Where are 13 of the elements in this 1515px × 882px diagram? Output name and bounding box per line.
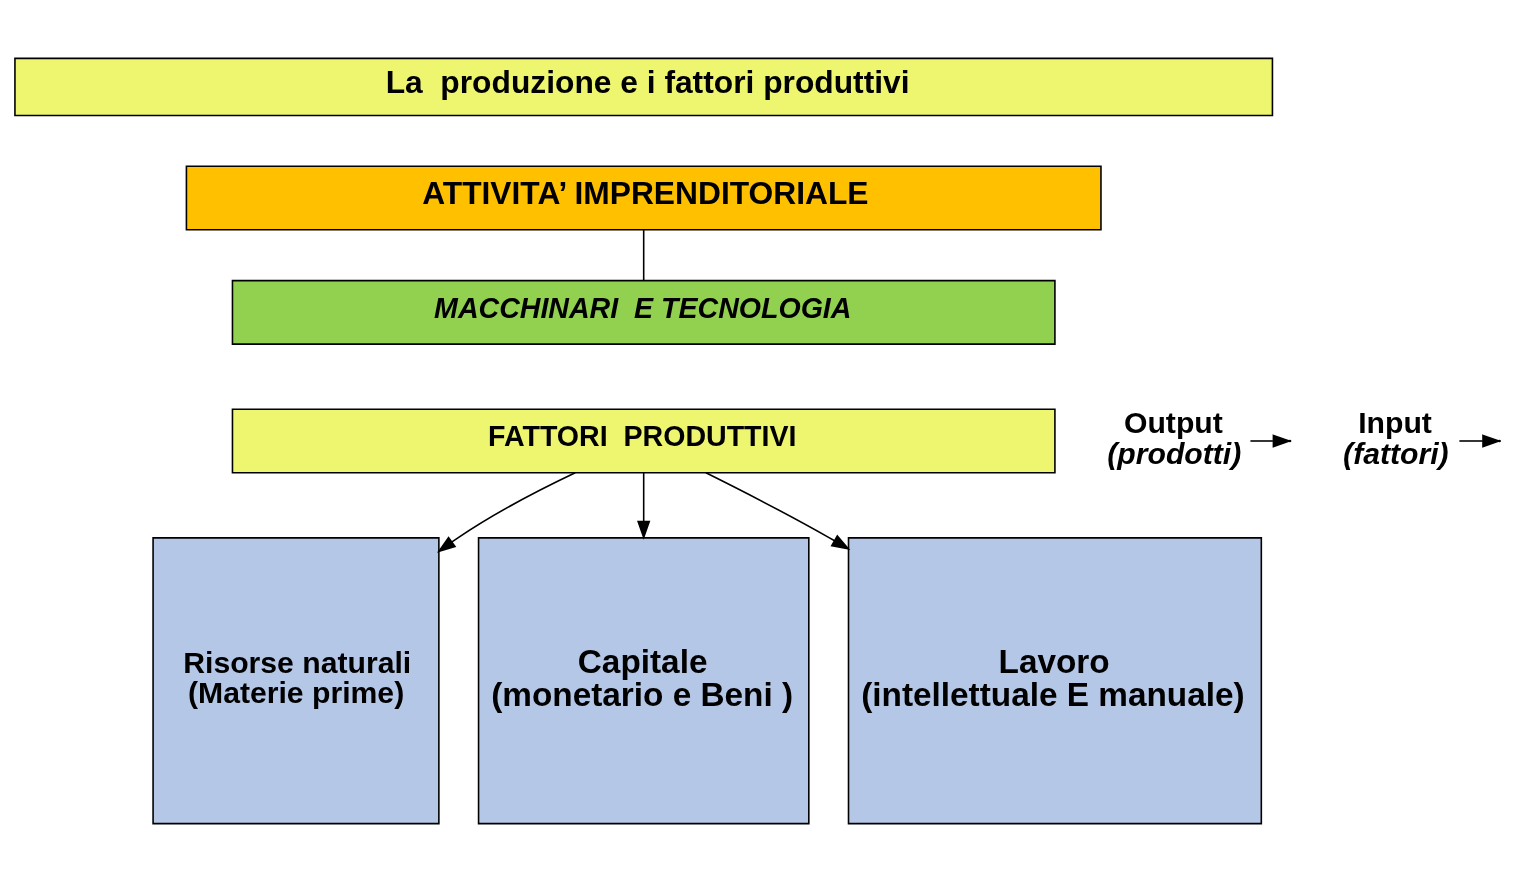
node-box: Lavoro (intellettuale E manuale) — [847, 537, 1263, 825]
node-box: FATTORI PRODUTTIVI — [231, 408, 1056, 474]
arrow — [637, 472, 651, 540]
node-box: MACCHINARI E TECNOLOGIA — [231, 279, 1056, 345]
connector — [642, 229, 645, 282]
node-box: Capitale (monetario e Beni ) — [477, 537, 810, 825]
node-text: Output (prodotti) — [1107, 406, 1242, 470]
node-text: Input (fattori) — [1343, 406, 1449, 470]
node-box: ATTIVITA’ IMPRENDITORIALE — [185, 165, 1102, 231]
arrow — [705, 472, 851, 550]
node-box: La produzione e i fattori produttivi — [14, 57, 1274, 117]
arrow — [436, 471, 577, 553]
node-box: Risorse naturali (Materie prime) — [152, 537, 440, 825]
